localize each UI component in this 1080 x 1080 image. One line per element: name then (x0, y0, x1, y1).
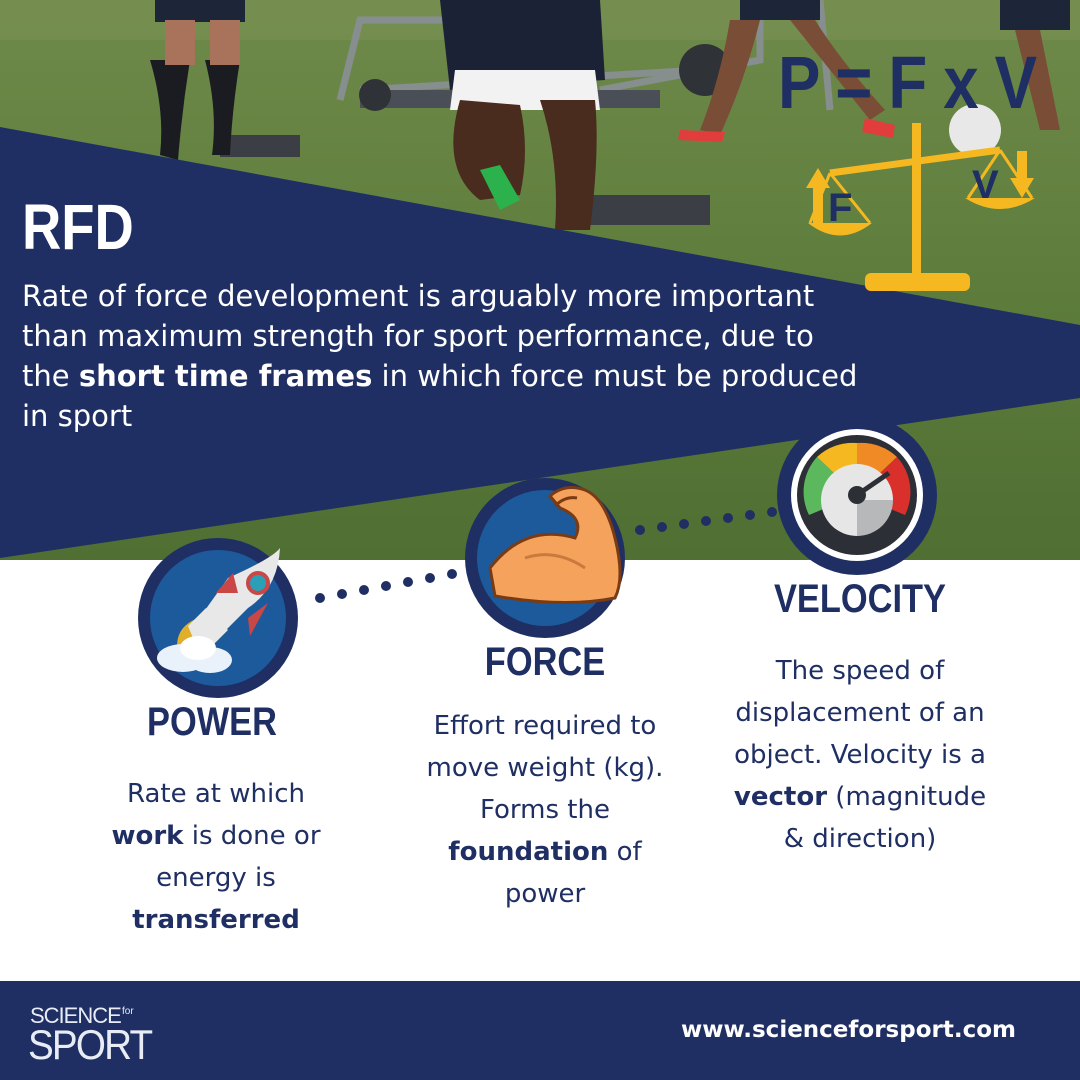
intro-text-end: in which force must be produced in sport (22, 359, 858, 433)
page-title: RFD (22, 191, 134, 263)
logo-word-for: for (122, 1006, 134, 1017)
balance-scale-icon: F V (806, 123, 1035, 291)
force-text-3: of power (504, 837, 642, 909)
power-title: POWER (147, 700, 277, 744)
intro-text-start: Rate of force development is arguably mo… (22, 279, 815, 393)
power-icon-circle (138, 538, 298, 698)
website-link[interactable]: www.scienceforsport.com (680, 1017, 1016, 1043)
footer-bar: SCIENCE for SPORT www.scienceforsport.co… (0, 981, 1080, 1080)
force-text-1: Effort required to move weight (kg). For… (426, 711, 664, 825)
dotted-connector-left (315, 569, 457, 603)
force-title: FORCE (484, 640, 606, 684)
power-text-3: is done or energy is (156, 821, 321, 893)
force-description: Effort required to move weight (kg). For… (425, 705, 665, 915)
dotted-connector-right (635, 507, 777, 535)
scale-velocity-label: V (972, 163, 999, 207)
power-formula: P = F x V (778, 41, 1037, 124)
intro-description: Rate of force development is arguably mo… (22, 276, 862, 436)
power-description: Rate at which work is done or energy is … (96, 773, 336, 941)
force-text-2: foundation (448, 837, 609, 867)
velocity-text-3: (magnitude & direction) (783, 782, 987, 854)
velocity-text-2: vector (733, 782, 828, 812)
velocity-description: The speed of displacement of an object. … (725, 650, 995, 860)
scale-force-label: F (828, 186, 852, 230)
force-icon-circle (465, 478, 625, 638)
logo-word-science: SCIENCE (30, 1003, 122, 1028)
velocity-icon-circle (777, 415, 937, 575)
speedometer-icon (791, 429, 923, 561)
intro-text-bold: short time frames (78, 359, 373, 393)
velocity-text-1: The speed of displacement of an object. … (734, 656, 986, 770)
power-text-4: transferred (132, 905, 300, 935)
flexed-arm-icon (477, 486, 622, 626)
power-text-2: work (111, 821, 184, 851)
navy-diagonal-band (0, 127, 1080, 558)
rocket-icon (150, 548, 286, 686)
logo-word-sport: SPORT (28, 1021, 153, 1068)
power-text-1: Rate at which (126, 779, 305, 809)
velocity-title: VELOCITY (773, 577, 947, 621)
